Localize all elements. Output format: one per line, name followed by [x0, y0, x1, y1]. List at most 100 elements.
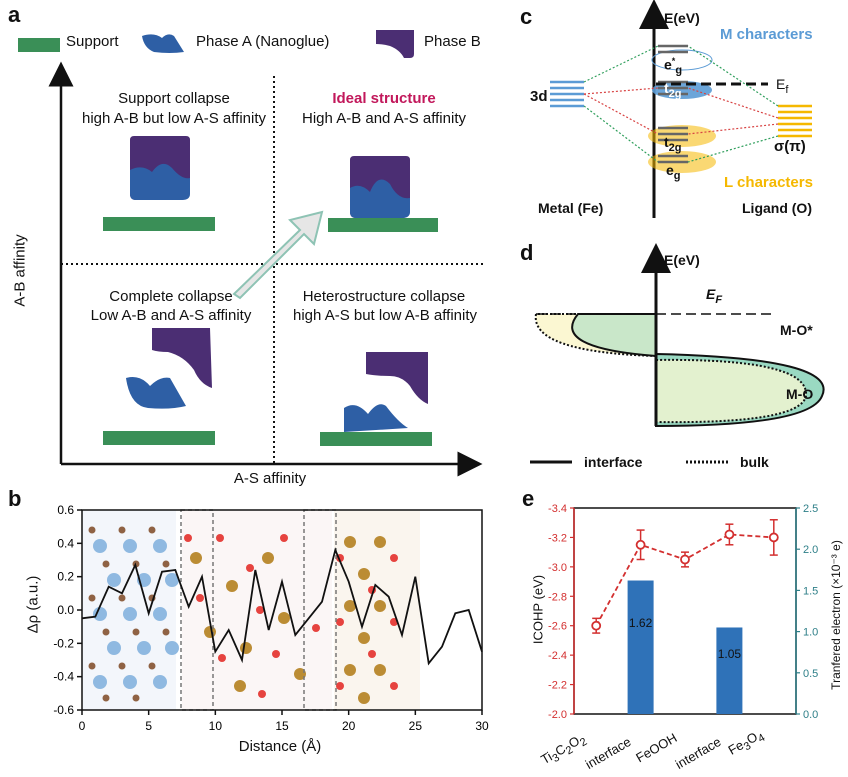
panel-b-y-tick-label: -0.2	[53, 636, 74, 650]
panel-b-plot: 0.6 0.4 0.2 0.0 -0.2 -0.4 -0.6 0 5 10 15 20 25 30	[53, 503, 489, 733]
bl-subtitle: Low A-B and A-S affinity	[90, 307, 252, 324]
panel-b-y-tick-label: 0.2	[57, 570, 74, 584]
legend-phase-b-label: Phase B	[424, 33, 481, 50]
panel-b-x-tick-label: 15	[275, 719, 289, 733]
tr-title: Ideal structure	[332, 90, 436, 107]
bl-phase-b	[152, 328, 212, 388]
transferred-electron-bar	[627, 580, 654, 714]
panel-b-atomic-structure	[82, 510, 420, 710]
panel-e-left-tick-label: -2.6	[548, 621, 567, 633]
ligand-connections	[687, 45, 779, 163]
panel-e-right-tick-label: 2.0	[803, 544, 818, 556]
panel-b-y-tick-label: -0.6	[53, 703, 74, 717]
panel-a-y-axis-label: A-B affinity	[11, 234, 29, 307]
panel-a-x-axis-label: A-S affinity	[233, 470, 307, 487]
tl-title: Support collapse	[118, 90, 230, 107]
mo-star-label: M-O*	[780, 322, 813, 338]
panel-e-left-tick-label: -3.2	[548, 532, 567, 544]
panel-b-x-tick-label: 10	[209, 719, 223, 733]
legend-phase-a-label: Phase A (Nanoglue)	[196, 33, 330, 50]
panel-c-orbital-diagram	[550, 0, 812, 218]
metal-3d-label: 3d	[530, 88, 548, 105]
panel-b-y-ticks: 0.6 0.4 0.2 0.0 -0.2 -0.4 -0.6	[53, 503, 82, 717]
panel-e-right-tick-label: 1.5	[803, 585, 818, 597]
l-characters-label: L characters	[724, 174, 813, 191]
t2g-top-label: t2g	[664, 80, 682, 100]
bl-phase-a	[126, 377, 186, 409]
ligand-label: Ligand (O)	[742, 200, 812, 216]
panel-b-x-tick-label: 30	[475, 719, 489, 733]
panel-b-x-tick-label: 5	[145, 719, 152, 733]
legend-phase-b-icon	[376, 30, 414, 58]
bl-title: Complete collapse	[109, 288, 233, 305]
transferred-electron-bar	[716, 627, 743, 714]
molecular-levels	[658, 44, 688, 164]
eg-star-label: e*g	[664, 56, 683, 77]
eg-star-ellipse	[651, 49, 713, 71]
m-characters-label: M characters	[720, 26, 813, 43]
panel-b-x-tick-label: 20	[342, 719, 356, 733]
panel-b-y-tick-label: -0.4	[53, 670, 74, 684]
panel-e-right-tick-label: 1.0	[803, 627, 818, 639]
panel-a-diagram	[48, 61, 484, 477]
br-title: Heterostructure collapse	[302, 288, 466, 305]
panel-e-left-tick-label: -2.8	[548, 591, 567, 603]
tr-support	[328, 218, 438, 232]
t2g-bot-ellipse	[648, 125, 716, 147]
panel-c-energy-label: E(eV)	[664, 10, 700, 26]
panel-a-letter: a	[8, 2, 21, 27]
panel-b-x-tick-label: 0	[79, 719, 86, 733]
panel-b-x-axis-label: Distance (Å)	[238, 738, 322, 755]
tr-phase-a	[350, 179, 410, 218]
fermi-label: Ef	[776, 76, 789, 96]
icohp-point	[768, 532, 779, 543]
panel-b-charge-density-line	[81, 547, 483, 666]
icohp-line	[595, 533, 774, 627]
panel-b-y-tick-label: 0.6	[57, 503, 74, 517]
panel-b-y-axis-label: Δρ (a.u.)	[24, 575, 42, 634]
panel-d-dos-diagram	[530, 243, 825, 464]
panel-e-left-tick-label: -2.4	[548, 650, 567, 662]
panel-b-x-ticks: 0 5 10 15 20 25 30	[79, 710, 489, 733]
legend-interface-label: interface	[584, 454, 643, 470]
panel-e-left-tick-label: -2.2	[548, 680, 567, 692]
bar-value-label: 1.62	[629, 616, 653, 630]
eg-bot-label: eg	[666, 162, 681, 182]
icohp-point	[591, 620, 602, 631]
panel-d-letter: d	[520, 240, 534, 265]
panel-b-x-tick-label: 25	[409, 719, 423, 733]
icohp-point	[635, 539, 646, 550]
panel-b-y-tick-label: 0.0	[57, 603, 74, 617]
panel-e-frame	[573, 507, 797, 715]
legend-support-swatch	[18, 38, 60, 52]
panel-e-right-tick-label: 0.5	[803, 668, 818, 680]
br-phase-a	[344, 404, 408, 432]
legend-bulk-label: bulk	[740, 454, 769, 470]
br-support	[320, 432, 432, 446]
panel-e-left-tick-label: -3.0	[548, 562, 567, 574]
legend-support-label: Support	[66, 33, 119, 50]
br-subtitle: high A-S but low A-B affinity	[293, 307, 477, 324]
metal-label: Metal (Fe)	[538, 200, 604, 216]
panel-b-y-tick-label: 0.4	[57, 536, 74, 550]
mo-bulk-fill	[655, 358, 808, 424]
panel-e-letter: e	[522, 486, 535, 511]
t2g-bot-label: t2g	[664, 134, 682, 154]
metal-3d-levels	[550, 80, 584, 108]
ligand-levels	[778, 104, 812, 138]
icohp-point	[724, 529, 735, 540]
panel-e-chart: 1.621.05 -3.4-3.2-3.0-2.8-2.6-2.4-2.2-2.…	[548, 503, 818, 721]
icohp-point	[680, 554, 690, 565]
panel-e-right-tick-label: 2.5	[803, 503, 818, 515]
bar-value-label: 1.05	[718, 647, 742, 661]
mo-label: M-O	[786, 386, 814, 402]
panel-b-letter: b	[8, 486, 22, 511]
legend-phase-a-icon	[142, 34, 184, 53]
panel-c-letter: c	[520, 4, 533, 29]
panel-e-left-axis-label: ICOHP (eV)	[530, 574, 546, 645]
panel-e-right-tick-label: 0.0	[803, 709, 818, 721]
br-phase-b	[366, 352, 428, 404]
mo-star-interface-fill	[571, 313, 657, 358]
panel-e-left-tick-label: -2.0	[548, 709, 567, 721]
tr-subtitle: High A-B and A-S affinity	[302, 110, 466, 127]
